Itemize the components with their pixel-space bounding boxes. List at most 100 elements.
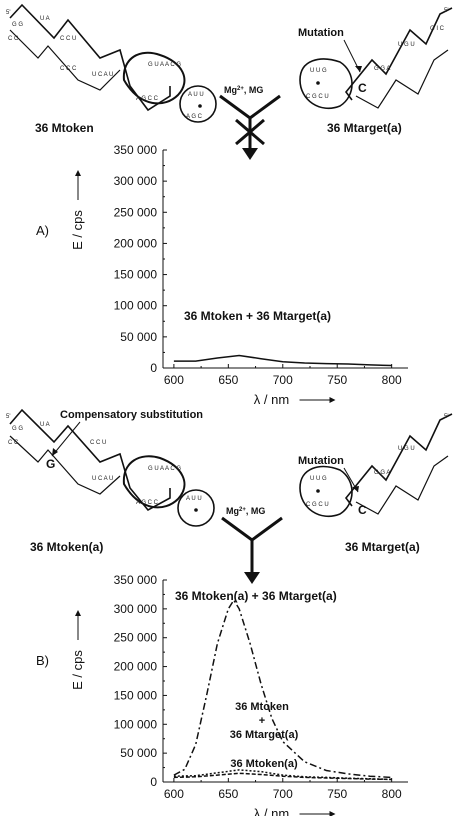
compensatory-arrow (51, 421, 81, 457)
reaction-arrowhead-b (244, 572, 260, 584)
panel-a-label: A) (36, 223, 49, 238)
x-tick-label: 750 (327, 373, 347, 387)
svg-text:C C: C C (8, 440, 19, 446)
y-tick-label: 350 000 (114, 143, 158, 157)
svg-text:G G: G G (12, 22, 23, 28)
svg-text:5': 5' (444, 414, 448, 420)
series-label: 36 Mtoken + 36 Mtarget(a) (184, 309, 331, 323)
svg-text:C G C U: C G C U (306, 94, 329, 100)
blocked-cross-icon (235, 118, 265, 146)
y-tick-label: 50 000 (120, 746, 157, 760)
series-line-2 (173, 772, 392, 781)
svg-text:A G C C: A G C C (136, 96, 159, 102)
svg-text:U G U: U G U (398, 42, 415, 48)
token-name-a: 36 Mtoken (35, 121, 94, 135)
target-strand-a (344, 7, 453, 101)
svg-text:G G A: G G A (374, 66, 390, 72)
conditions-b: Mg2+, MG (226, 506, 265, 516)
annotation-plus: + (259, 715, 265, 727)
y-tick-label: 300 000 (114, 602, 158, 616)
svg-text:A U U: A U U (186, 496, 202, 502)
svg-text:G G A: G G A (374, 470, 390, 476)
x-tick-label: 650 (218, 373, 238, 387)
svg-text:5': 5' (6, 10, 10, 16)
target-dot-a (316, 81, 320, 85)
hairpin-dot-a (198, 104, 202, 108)
x-tick-label: 700 (273, 373, 293, 387)
mutation-label-a: Mutation (298, 27, 344, 39)
svg-text:5': 5' (6, 414, 10, 420)
x-axis-arrowhead (329, 811, 336, 816)
compensatory-label: Compensatory substitution (60, 409, 203, 421)
svg-text:G U A A C G: G U A A C G (148, 466, 181, 472)
mutation-base-b: C (358, 503, 367, 517)
target-strand-b (344, 413, 453, 507)
compensatory-base: G (46, 457, 55, 471)
svg-text:C C C: C C C (60, 66, 77, 72)
x-tick-label: 700 (273, 787, 293, 801)
mutation-arrowhead-b (352, 486, 359, 492)
series-line-0 (173, 598, 392, 779)
mutation-base-a: C (358, 81, 367, 95)
x-axis-label: λ / nm (254, 806, 289, 816)
y-tick-label: 100 000 (114, 299, 158, 313)
mutation-label-b: Mutation (298, 455, 344, 467)
panel-b-label: B) (36, 653, 49, 668)
x-tick-label: 650 (218, 787, 238, 801)
y-axis-label: E / cps (70, 650, 85, 690)
svg-text:5': 5' (444, 8, 448, 14)
svg-text:G G: G G (12, 426, 23, 432)
svg-text:C G C U: C G C U (306, 502, 329, 508)
token-hairpin-b (177, 489, 215, 527)
svg-text:U C A U: U C A U (92, 476, 113, 482)
y-tick-label: 150 000 (114, 268, 158, 282)
x-tick-label: 800 (382, 787, 402, 801)
series-line-0 (173, 354, 392, 367)
mutation-arrowhead-a (355, 66, 362, 72)
y-tick-label: 250 000 (114, 631, 158, 645)
series-line-1 (173, 769, 392, 781)
annotation-token: 36 Mtoken (235, 701, 289, 713)
y-axis-arrowhead (75, 170, 81, 176)
y-axis-arrowhead (75, 610, 81, 616)
target-loop-a (299, 58, 353, 110)
svg-text:U U G: U U G (310, 68, 327, 74)
scheme-b: 5' G G C C U A C C U U C A U G U A A C G… (6, 408, 453, 603)
x-axis-label: λ / nm (254, 392, 289, 407)
target-strand-b-inner (355, 455, 449, 515)
target-strand-a-inner (355, 49, 449, 109)
y-tick-label: 300 000 (114, 174, 158, 188)
svg-text:C C: C C (8, 36, 19, 42)
y-tick-label: 250 000 (114, 205, 158, 219)
hairpin-dot-b (194, 508, 198, 512)
annotation-target: 36 Mtarget(a) (230, 729, 299, 741)
target-name-b: 36 Mtarget(a) (345, 540, 420, 554)
svg-text:A G C: A G C (186, 114, 203, 120)
y-tick-label: 100 000 (114, 717, 158, 731)
compensatory-arrowhead (52, 448, 58, 456)
x-tick-label: 800 (382, 373, 402, 387)
conditions-a: Mg2+, MG (224, 85, 263, 95)
annotation-token-a: 36 Mtoken(a) (230, 758, 298, 770)
y-tick-label: 50 000 (120, 330, 157, 344)
scheme-a: 5' G G C C U A C C U C C C U C A U G U A… (6, 3, 453, 160)
reaction-arrow-a (219, 94, 281, 148)
x-tick-label: 600 (164, 373, 184, 387)
complex-label-b: 36 Mtoken(a) + 36 Mtarget(a) (175, 589, 337, 603)
x-tick-label: 600 (164, 787, 184, 801)
svg-text:C C U: C C U (90, 440, 106, 446)
reaction-arrow-b (221, 516, 283, 574)
y-axis-label: E / cps (70, 210, 85, 250)
token-strand-b (9, 408, 171, 512)
token-strand-a (9, 3, 171, 112)
y-tick-label: 150 000 (114, 688, 158, 702)
y-tick-label: 0 (150, 775, 157, 789)
token-strand-b-inner (9, 435, 121, 495)
token-loop-b (122, 455, 186, 509)
token-name-b: 36 Mtoken(a) (30, 540, 103, 554)
target-loop-b (299, 465, 353, 518)
token-strand-a-inner (9, 29, 121, 91)
target-dot-b (316, 489, 320, 493)
